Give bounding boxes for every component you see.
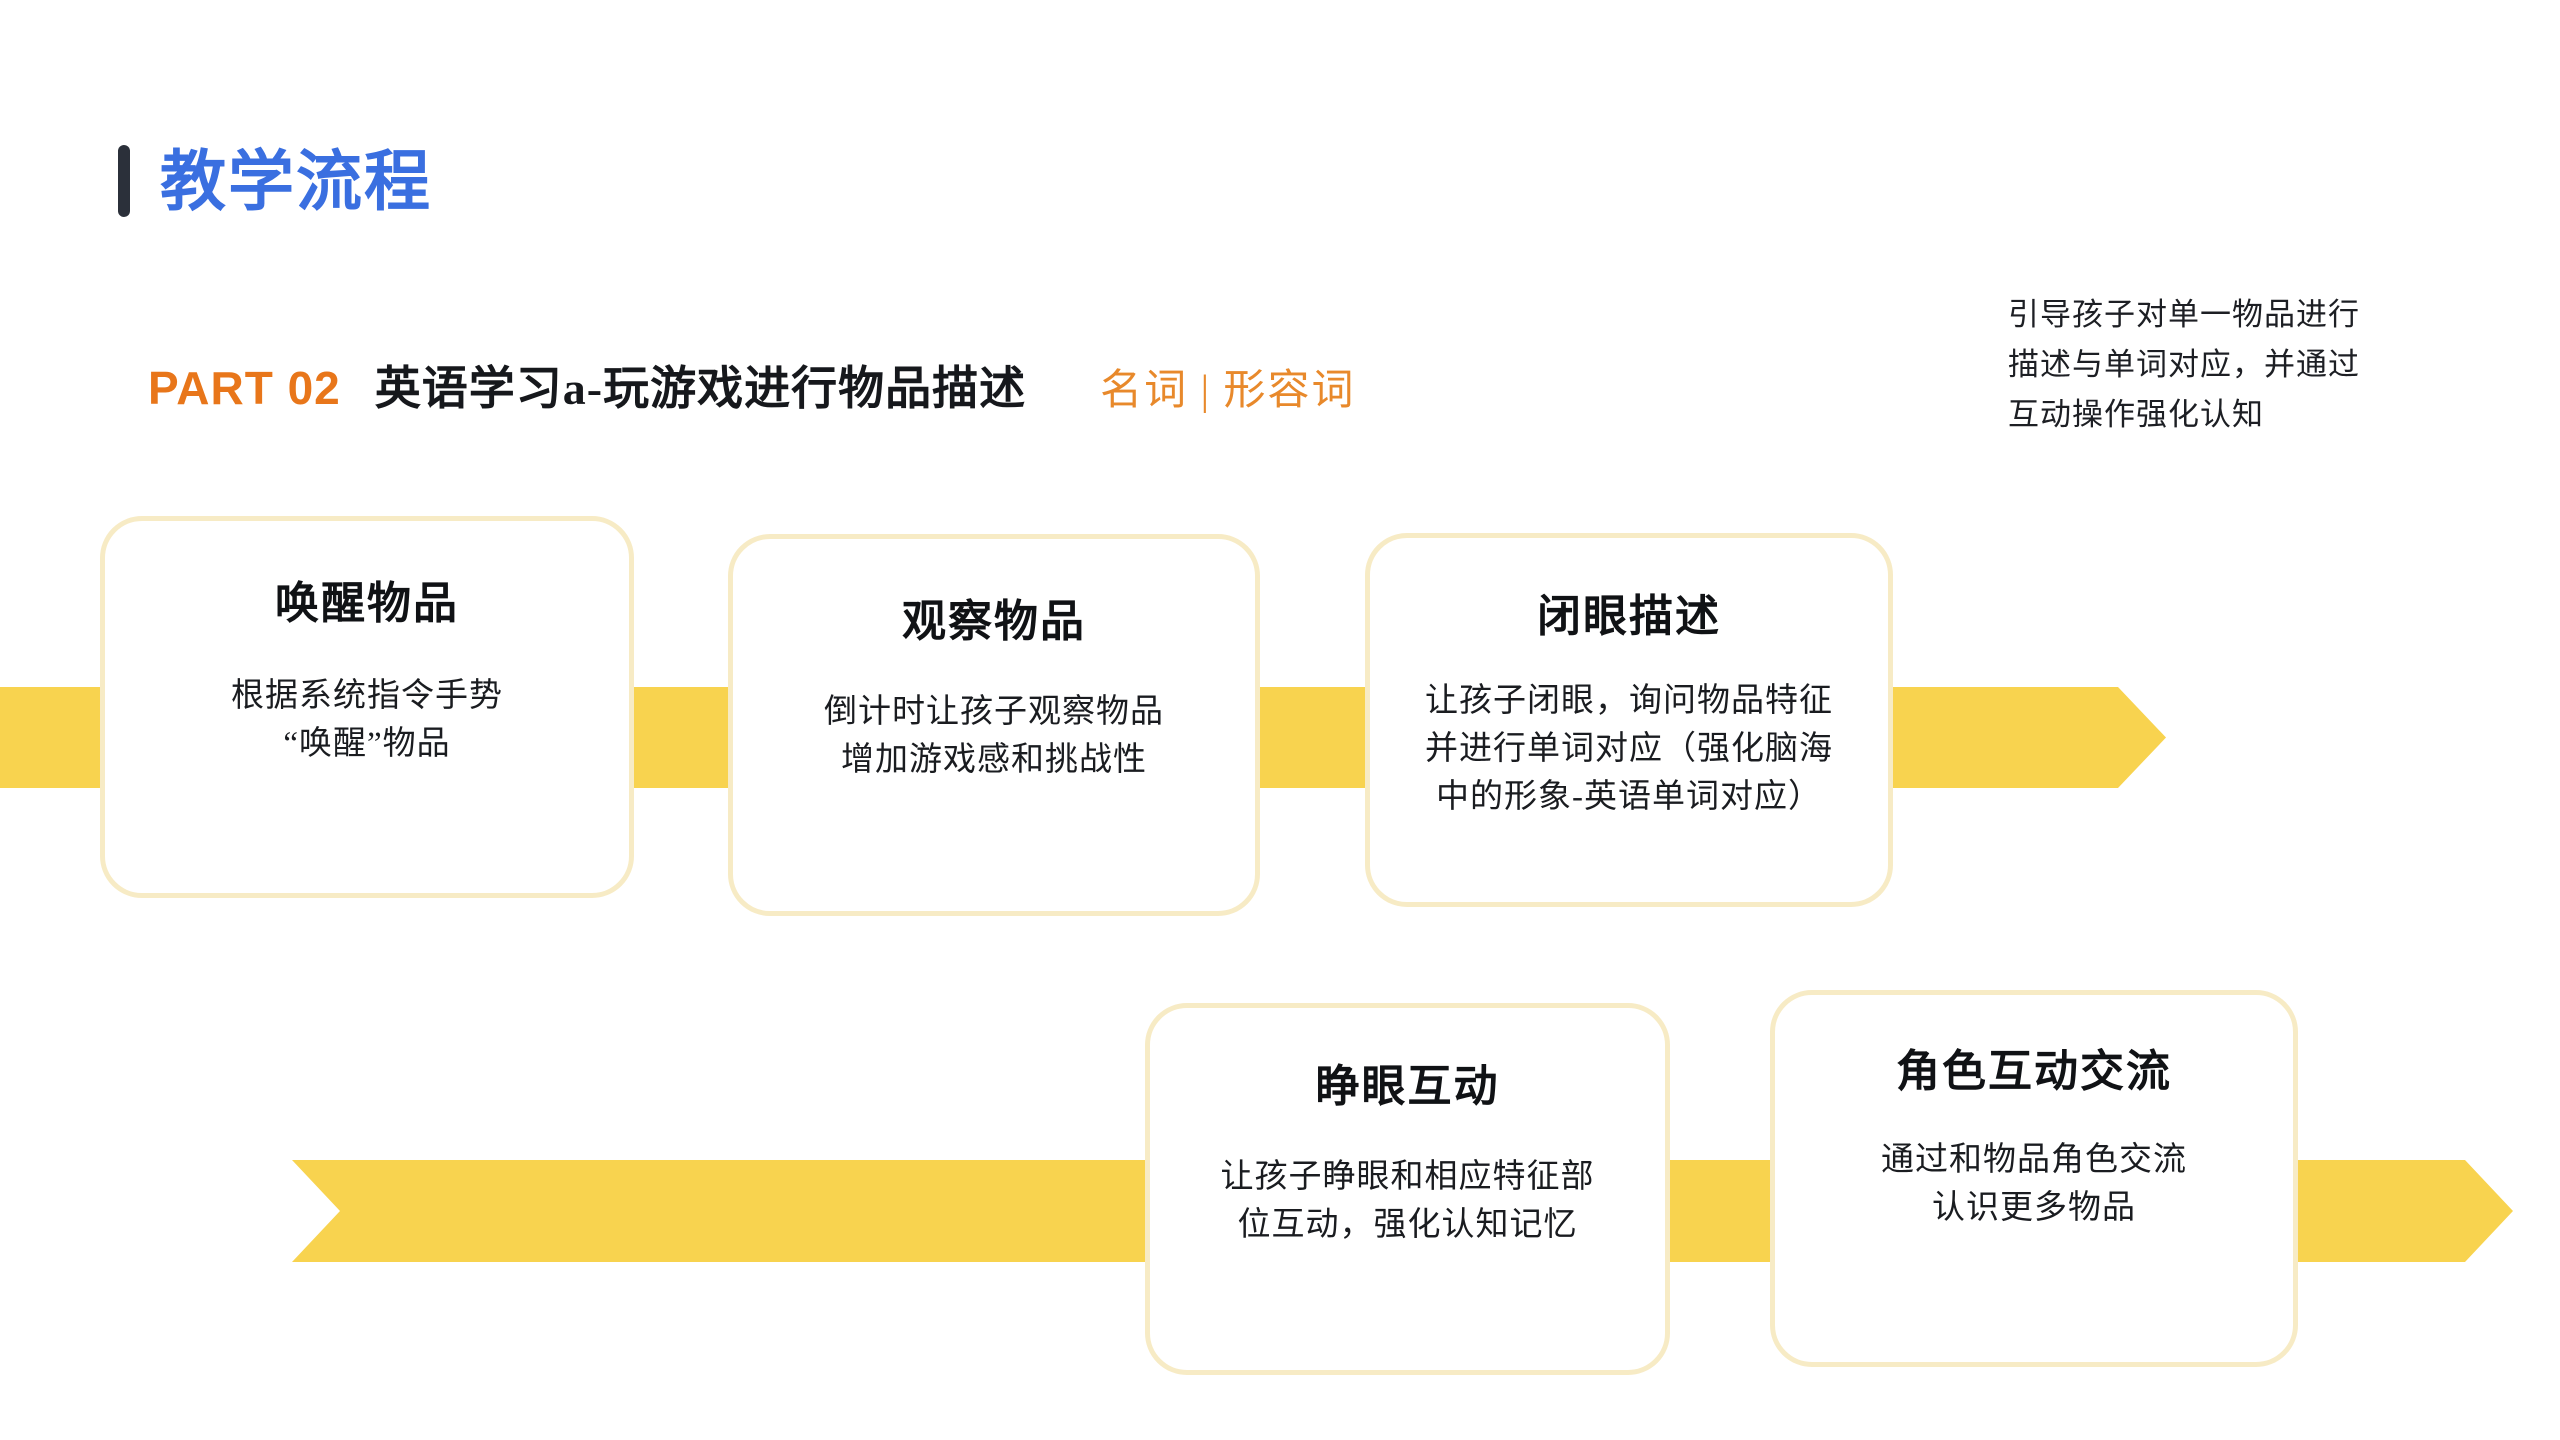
part-number-label: PART 02 <box>148 362 341 414</box>
flow-step-body: 根据系统指令手势 “唤醒”物品 <box>231 673 503 769</box>
flow-step-body-line: 让孩子闭眼，询问物品特征 <box>1425 683 1833 719</box>
section-subtitle-tags: 名词 | 形容词 <box>1100 368 1356 414</box>
flow-step-title: 角色互动交流 <box>1896 1047 2172 1096</box>
flow-step-card-2[interactable]: 观察物品 倒计时让孩子观察物品 增加游戏感和挑战性 <box>728 534 1260 916</box>
flow-step-body: 倒计时让孩子观察物品 增加游戏感和挑战性 <box>824 689 1164 785</box>
title-accent-bar-icon <box>118 145 130 217</box>
flow-step-title: 唤醒物品 <box>275 579 459 628</box>
section-subtitle-text: 英语学习a-玩游戏进行物品描述 <box>374 363 1027 414</box>
flow-step-body: 让孩子闭眼，询问物品特征 并进行单词对应（强化脑海 中的形象-英语单词对应） <box>1425 678 1833 822</box>
section-subtitle-row: PART 02 英语学习a-玩游戏进行物品描述 名词 | 形容词 <box>148 352 1356 418</box>
side-note-line-1: 引导孩子对单一物品进行 <box>2008 297 2360 332</box>
page-title: 教学流程 <box>160 144 432 218</box>
flow-step-title: 睁眼互动 <box>1315 1062 1500 1111</box>
flow-step-title: 观察物品 <box>902 597 1086 646</box>
side-note-line-2: 描述与单词对应，并通过 <box>2008 347 2360 383</box>
flow-step-body-line: 根据系统指令手势 <box>231 678 503 714</box>
side-note: 引导孩子对单一物品进行 描述与单词对应，并通过 互动操作强化认知 <box>2008 290 2438 441</box>
flow-step-body: 通过和物品角色交流 认识更多物品 <box>1881 1137 2187 1233</box>
page-header: 教学流程 <box>118 140 432 222</box>
flow-step-body-line: 中的形象-英语单词对应） <box>1436 778 1822 815</box>
flow-step-body-line: 通过和物品角色交流 <box>1881 1142 2187 1178</box>
flow-step-body: 让孩子睁眼和相应特征部 位互动，强化认知记忆 <box>1221 1154 1595 1250</box>
flow-step-card-1[interactable]: 唤醒物品 根据系统指令手势 “唤醒”物品 <box>100 516 634 898</box>
flow-step-title: 闭眼描述 <box>1537 592 1721 641</box>
flow-step-body-line: 并进行单词对应（强化脑海 <box>1425 730 1833 767</box>
flow-step-body-line: 认识更多物品 <box>1932 1189 2136 1226</box>
flow-step-body-line: 增加游戏感和挑战性 <box>841 741 1147 778</box>
flow-step-body-line: “唤醒”物品 <box>283 725 451 762</box>
flow-step-card-3[interactable]: 闭眼描述 让孩子闭眼，询问物品特征 并进行单词对应（强化脑海 中的形象-英语单词… <box>1365 533 1893 907</box>
flow-step-card-4[interactable]: 睁眼互动 让孩子睁眼和相应特征部 位互动，强化认知记忆 <box>1145 1003 1670 1375</box>
side-note-line-3: 互动操作强化认知 <box>2008 397 2264 433</box>
flow-step-body-line: 倒计时让孩子观察物品 <box>824 694 1164 730</box>
flow-step-card-5[interactable]: 角色互动交流 通过和物品角色交流 认识更多物品 <box>1770 990 2298 1367</box>
flow-step-body-line: 让孩子睁眼和相应特征部 <box>1220 1159 1595 1195</box>
flow-step-body-line: 位互动，强化认知记忆 <box>1237 1206 1578 1243</box>
